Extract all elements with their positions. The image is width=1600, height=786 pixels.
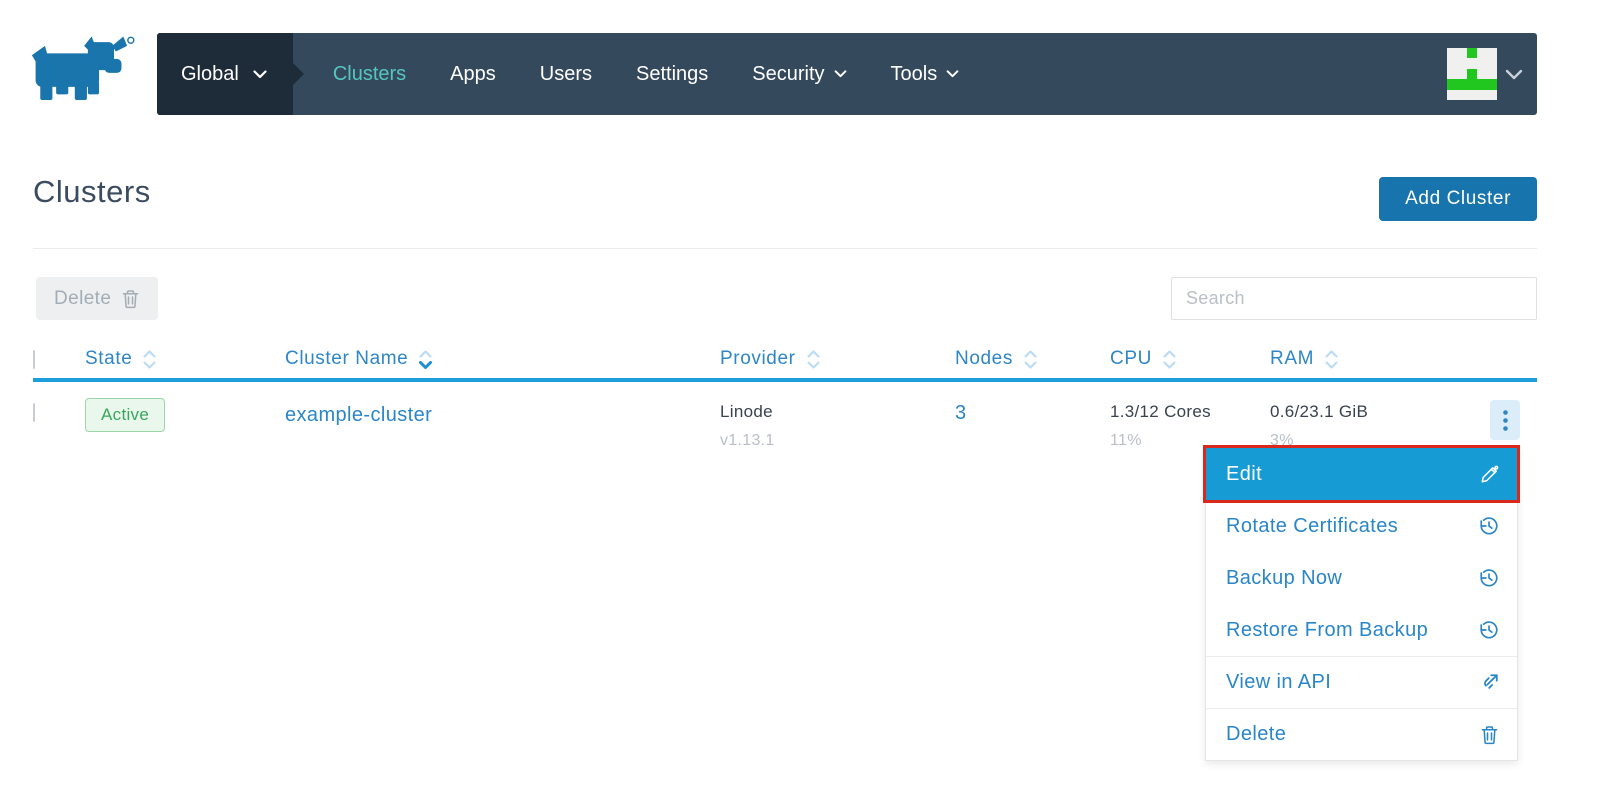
- column-header-cpu[interactable]: CPU: [1110, 348, 1270, 370]
- table-header-row: State Cluster Name Provider Nodes: [33, 340, 1537, 382]
- chevron-down-icon: [946, 70, 959, 78]
- ram-percent: 3%: [1270, 432, 1294, 449]
- user-menu-chevron-icon[interactable]: [1505, 69, 1523, 80]
- nav-item-users[interactable]: Users: [539, 62, 592, 85]
- select-all-checkbox[interactable]: [33, 350, 35, 369]
- menu-item-label: Backup Now: [1226, 566, 1343, 589]
- menu-item-backup-now[interactable]: Backup Now: [1206, 552, 1517, 604]
- menu-item-edit[interactable]: Edit: [1203, 445, 1520, 503]
- nav-item-tools-label: Tools: [890, 62, 938, 85]
- column-header-state[interactable]: State: [85, 348, 285, 370]
- nav-item-security[interactable]: Security: [752, 63, 846, 86]
- menu-item-delete[interactable]: Delete: [1206, 708, 1517, 760]
- menu-item-label: Delete: [1226, 723, 1287, 745]
- row-actions-menu: Edit Rotate Certificates Backup Now Rest…: [1203, 445, 1520, 761]
- sort-icon: [143, 350, 156, 369]
- chevron-down-icon: [253, 69, 267, 78]
- menu-item-label: Edit: [1226, 462, 1263, 485]
- column-header-label: RAM: [1270, 348, 1315, 369]
- nodes-count-link[interactable]: 3: [955, 402, 967, 424]
- environment-label: Global: [181, 62, 239, 85]
- trash-icon: [123, 289, 139, 308]
- provider-version: v1.13.1: [720, 432, 775, 449]
- ram-value: 0.6/23.1 GiB: [1270, 402, 1369, 421]
- trash-icon: [1480, 725, 1499, 745]
- provider-value: Linode: [720, 402, 773, 421]
- column-header-nodes[interactable]: Nodes: [955, 348, 1110, 370]
- external-link-icon: [1479, 673, 1499, 693]
- menu-item-rotate-certificates[interactable]: Rotate Certificates: [1206, 500, 1517, 552]
- pencil-icon: [1480, 465, 1499, 484]
- history-icon: [1479, 620, 1499, 640]
- sort-icon: [807, 350, 820, 369]
- delete-selected-button[interactable]: Delete: [36, 277, 159, 320]
- menu-item-label: Rotate Certificates: [1226, 514, 1399, 537]
- chevron-down-icon: [834, 70, 846, 78]
- column-header-ram[interactable]: RAM: [1270, 348, 1440, 370]
- menu-item-label: Restore From Backup: [1226, 618, 1429, 641]
- nav-item-security-label: Security: [752, 62, 825, 85]
- column-header-label: Cluster Name: [285, 348, 409, 369]
- column-header-label: CPU: [1110, 348, 1152, 369]
- cpu-value: 1.3/12 Cores: [1110, 402, 1211, 421]
- environment-switcher[interactable]: Global: [157, 33, 304, 115]
- column-header-label: State: [85, 348, 133, 369]
- clusters-table: State Cluster Name Provider Nodes: [33, 340, 1537, 450]
- page-title: Clusters: [33, 174, 151, 209]
- user-avatar[interactable]: [1447, 48, 1497, 100]
- delete-button-label: Delete: [54, 287, 112, 309]
- history-icon: [1479, 516, 1499, 536]
- nav-item-clusters[interactable]: Clusters: [332, 62, 407, 85]
- nav-item-settings[interactable]: Settings: [636, 62, 709, 85]
- header-divider: [33, 248, 1537, 249]
- cpu-percent: 11%: [1110, 432, 1142, 449]
- sort-icon-active-desc: [419, 350, 433, 369]
- status-badge: Active: [85, 398, 166, 432]
- menu-item-label: View in API: [1226, 671, 1332, 693]
- nav-links: Clusters Apps Users Settings Security To…: [333, 63, 959, 86]
- history-icon: [1479, 568, 1499, 588]
- menu-item-restore-from-backup[interactable]: Restore From Backup: [1206, 604, 1517, 656]
- column-header-label: Provider: [720, 348, 796, 369]
- column-header-cluster-name[interactable]: Cluster Name: [285, 348, 720, 370]
- kebab-menu-icon: [1502, 409, 1508, 431]
- row-actions-button[interactable]: [1490, 400, 1520, 440]
- column-header-label: Nodes: [955, 348, 1013, 369]
- column-header-provider[interactable]: Provider: [720, 348, 955, 370]
- nav-item-tools[interactable]: Tools: [891, 63, 960, 86]
- table-row: Active example-cluster Linode v1.13.1 3 …: [33, 382, 1537, 450]
- row-checkbox[interactable]: [33, 403, 35, 422]
- rancher-logo[interactable]: [30, 34, 142, 110]
- add-cluster-button[interactable]: Add Cluster: [1379, 177, 1537, 221]
- cluster-name-link[interactable]: example-cluster: [285, 404, 433, 426]
- nav-item-apps[interactable]: Apps: [450, 62, 496, 85]
- sort-icon: [1163, 350, 1176, 369]
- sort-icon: [1325, 350, 1338, 369]
- top-navbar: Global Clusters Apps Users Settings Secu…: [157, 33, 1537, 115]
- menu-item-view-in-api[interactable]: View in API: [1206, 656, 1517, 708]
- search-input[interactable]: [1171, 277, 1537, 320]
- sort-icon: [1024, 350, 1037, 369]
